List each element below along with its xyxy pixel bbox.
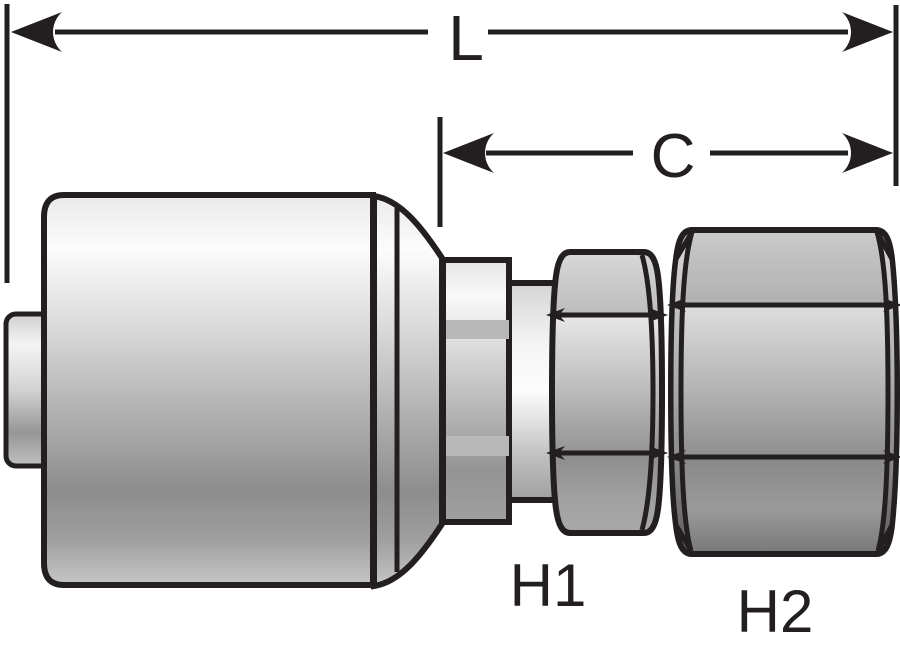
dim-label-c: C xyxy=(651,122,696,191)
hex-label-h1: H1 xyxy=(510,552,587,619)
ferrule-bell xyxy=(371,192,445,590)
labels: L C H1 H2 xyxy=(448,2,813,645)
ferrule-socket xyxy=(41,192,376,588)
dim-c-arrowhead-left xyxy=(443,133,494,173)
tube-reflection-band-upper xyxy=(446,320,509,339)
dim-c-arrowhead-right xyxy=(842,133,893,173)
dim-l-arrowhead-right xyxy=(842,12,893,52)
hex-label-h2: H2 xyxy=(737,578,814,645)
tube-reflection-band-lower xyxy=(446,436,509,456)
hex-nut-h1 xyxy=(548,249,666,536)
hex-nut-h1-chamfer-right xyxy=(639,254,656,531)
fitting-profile xyxy=(3,192,900,590)
nipple-tube xyxy=(440,257,512,525)
hex-nut-h2-endface-left xyxy=(668,230,695,553)
hex-nut-h2-endface-right xyxy=(874,230,900,553)
hex-nut-h2 xyxy=(667,227,900,557)
dim-l-arrowhead-left xyxy=(11,12,62,52)
dim-label-l: L xyxy=(448,2,484,74)
dimension-callouts xyxy=(4,4,899,283)
